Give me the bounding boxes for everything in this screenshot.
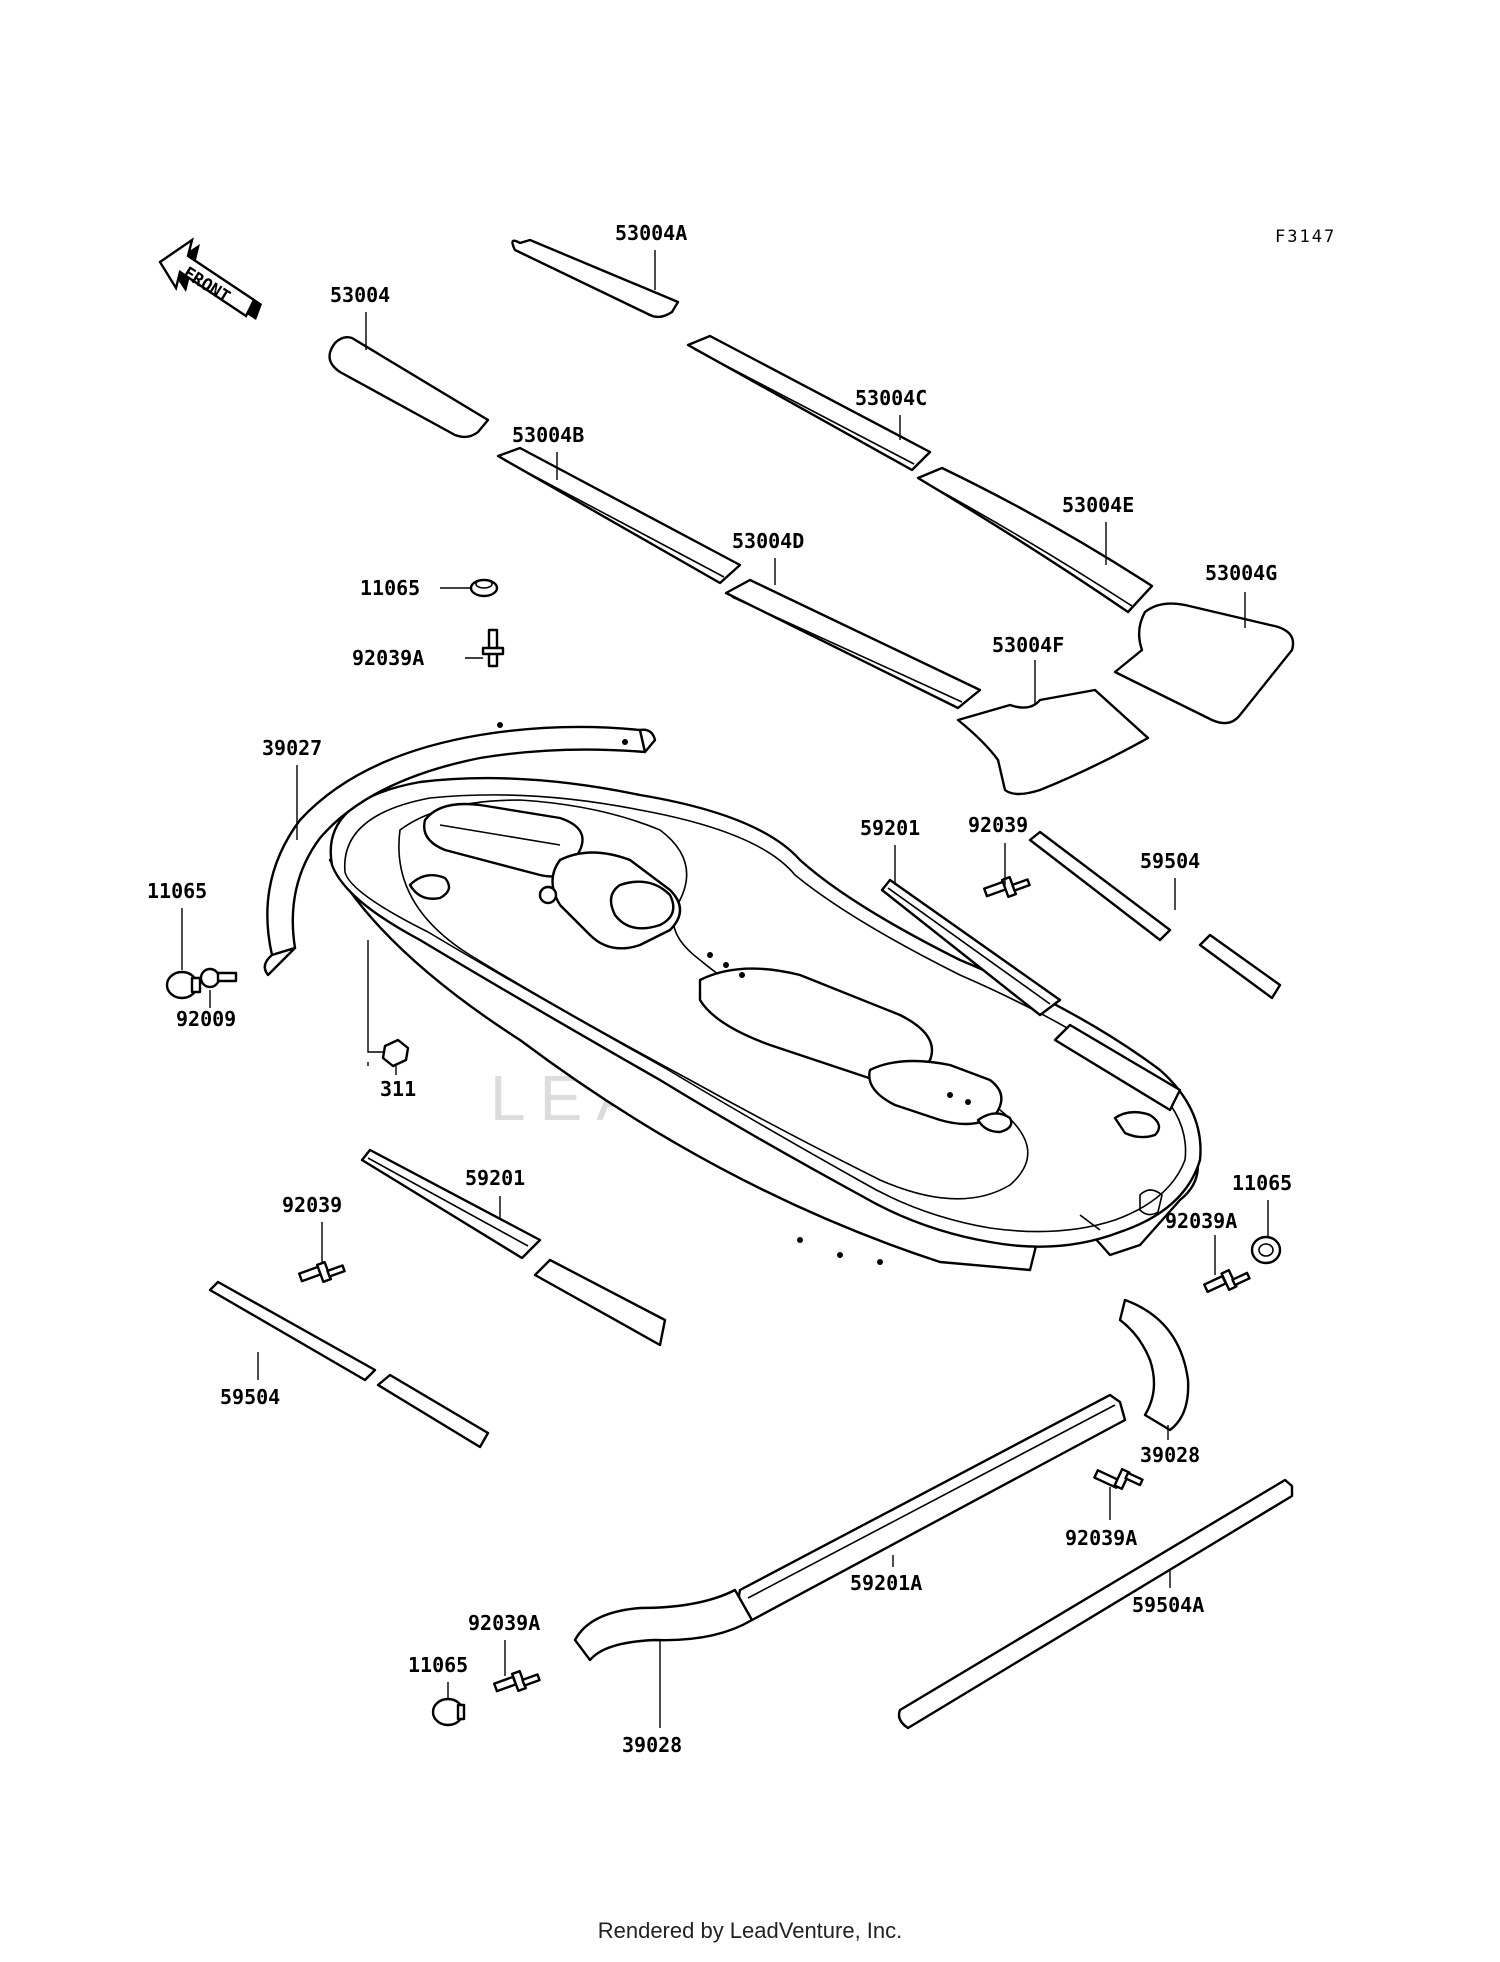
label-11065-left[interactable]: 11065: [147, 879, 207, 903]
rail-59504-upper[interactable]: [1028, 830, 1172, 942]
rail-59201-lower-b[interactable]: [533, 1258, 667, 1347]
bumper-39028-bottom[interactable]: [573, 1588, 754, 1662]
label-92009[interactable]: 92009: [176, 1007, 236, 1031]
rail-59201-upper[interactable]: [880, 878, 1062, 1017]
rail-59504-lower[interactable]: [208, 1280, 377, 1382]
nut-11065-top[interactable]: [469, 578, 499, 598]
label-11065-right[interactable]: 11065: [1232, 1171, 1292, 1195]
label-39028-right[interactable]: 39028: [1140, 1443, 1200, 1467]
label-53004C[interactable]: 53004C: [855, 386, 927, 410]
screw-92009[interactable]: [199, 967, 238, 989]
rivet-92039-left[interactable]: [298, 1260, 346, 1284]
footer-credit: Rendered by LeadVenture, Inc.: [597, 1918, 903, 1943]
mat-53004C[interactable]: [686, 334, 932, 472]
label-59504-right[interactable]: 59504: [1140, 849, 1200, 873]
bumper-39027[interactable]: [263, 722, 657, 977]
mat-53004B[interactable]: [496, 446, 742, 585]
label-53004G[interactable]: 53004G: [1205, 561, 1277, 585]
label-53004[interactable]: 53004: [330, 283, 390, 307]
label-11065-bottom[interactable]: 11065: [408, 1653, 468, 1677]
label-59504-left[interactable]: 59504: [220, 1385, 280, 1409]
label-92039-left[interactable]: 92039: [282, 1193, 342, 1217]
label-53004E[interactable]: 53004E: [1062, 493, 1134, 517]
leader-lines: [181, 250, 1269, 1728]
rivet-92039A-bottom[interactable]: [493, 1669, 541, 1693]
label-59504A[interactable]: 59504A: [1132, 1593, 1204, 1617]
figure-code: F3147: [1275, 227, 1336, 247]
label-92039A-mid[interactable]: 92039A: [1065, 1526, 1137, 1550]
mat-53004G[interactable]: [1113, 602, 1295, 725]
label-53004B[interactable]: 53004B: [512, 423, 584, 447]
label-311[interactable]: 311: [380, 1077, 416, 1101]
rail-59201A[interactable]: [737, 1393, 1127, 1622]
mat-53004D[interactable]: [724, 578, 982, 710]
rivet-92039A-top[interactable]: [481, 628, 505, 668]
bumper-39028-right[interactable]: [1118, 1298, 1190, 1432]
label-53004D[interactable]: 53004D: [732, 529, 804, 553]
hull-deck[interactable]: [328, 776, 1202, 1272]
rail-59201-lower[interactable]: [360, 1148, 542, 1260]
cap-11065-bottom[interactable]: [431, 1697, 466, 1727]
rail-59201-upper-b[interactable]: [1053, 1023, 1182, 1112]
front-arrow-icon: FRONT: [158, 237, 262, 320]
label-39027[interactable]: 39027: [262, 736, 322, 760]
label-53004A[interactable]: 53004A: [615, 221, 687, 245]
label-11065-top[interactable]: 11065: [360, 576, 420, 600]
cap-11065-right[interactable]: [1250, 1235, 1282, 1265]
label-59201-right[interactable]: 59201: [860, 816, 920, 840]
nut-311[interactable]: [381, 1038, 410, 1068]
mat-53004[interactable]: [328, 335, 490, 439]
label-92039A-bottom[interactable]: 92039A: [468, 1611, 540, 1635]
rivet-92039-right[interactable]: [983, 875, 1031, 899]
label-53004F[interactable]: 53004F: [992, 633, 1064, 657]
label-59201-left[interactable]: 59201: [465, 1166, 525, 1190]
rivet-92039A-mid[interactable]: [1093, 1467, 1144, 1491]
label-39028-bottom[interactable]: 39028: [622, 1733, 682, 1757]
rail-59504A[interactable]: [897, 1478, 1294, 1730]
part-labels: 53004A 53004 53004C 53004B 53004E 53004D…: [147, 221, 1292, 1757]
rivet-92039A-right[interactable]: [1203, 1268, 1251, 1294]
mat-53004E[interactable]: [916, 466, 1154, 614]
mat-53004F[interactable]: [956, 688, 1150, 796]
mat-53004A[interactable]: [511, 238, 680, 319]
label-92039A-top[interactable]: 92039A: [352, 646, 424, 670]
label-92039-right[interactable]: 92039: [968, 813, 1028, 837]
rail-59504-lower-b[interactable]: [376, 1373, 490, 1449]
label-59201A[interactable]: 59201A: [850, 1571, 922, 1595]
label-92039A-right[interactable]: 92039A: [1165, 1209, 1237, 1233]
cap-11065-left[interactable]: [165, 970, 202, 1000]
rail-59504-upper-b[interactable]: [1198, 933, 1282, 1000]
